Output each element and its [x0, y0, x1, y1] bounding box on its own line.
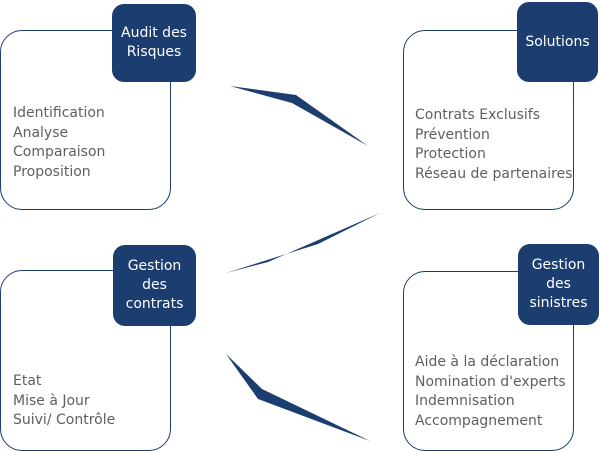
list-item: Contrats Exclusifs	[415, 107, 541, 123]
list-item: Accompagnement	[415, 412, 543, 429]
solutions-item-list: Contrats Exclusifs Prévention Protection…	[415, 106, 573, 184]
list-item: Identification	[13, 105, 105, 121]
gestion-contrats-title: Gestion des contrats	[125, 258, 184, 312]
list-item: Protection	[415, 146, 486, 162]
gestion-sinistres-title-badge: Gestion des sinistres	[518, 244, 599, 325]
list-item: Prévention	[415, 126, 490, 143]
list-item: Réseau de partenaires	[415, 165, 573, 182]
list-item: Analyse	[13, 124, 69, 141]
list-item: Mise à Jour	[13, 392, 90, 409]
solutions-title: Solutions	[525, 33, 590, 50]
list-item: Proposition	[13, 163, 91, 180]
arrow-audit-to-solutions	[230, 86, 368, 146]
audit-title-badge: Audit des Risques	[112, 4, 196, 82]
list-item: Indemnisation	[415, 393, 515, 409]
solutions-title-badge: Solutions	[517, 2, 598, 82]
audit-title: Audit des Risques	[121, 25, 187, 60]
gestion-contrats-item-list: Etat Mise à Jour Suivi/ Contrôle	[13, 372, 115, 431]
arrow-contrats-to-sinistres	[226, 354, 370, 441]
list-item: Suivi/ Contrôle	[13, 412, 116, 428]
list-item: Aide à la déclaration	[415, 354, 560, 370]
list-item: Comparaison	[13, 144, 106, 160]
gestion-contrats-title-badge: Gestion des contrats	[113, 245, 196, 326]
list-item: Nomination d'experts	[415, 373, 566, 390]
arrow-solutions-to-contrats	[226, 213, 380, 273]
list-item: Etat	[13, 373, 42, 389]
gestion-sinistres-title: Gestion des sinistres	[529, 257, 588, 311]
gestion-sinistres-item-list: Aide à la déclaration Nomination d'exper…	[415, 353, 566, 431]
audit-item-list: Identification Analyse Comparaison Propo…	[13, 104, 105, 182]
